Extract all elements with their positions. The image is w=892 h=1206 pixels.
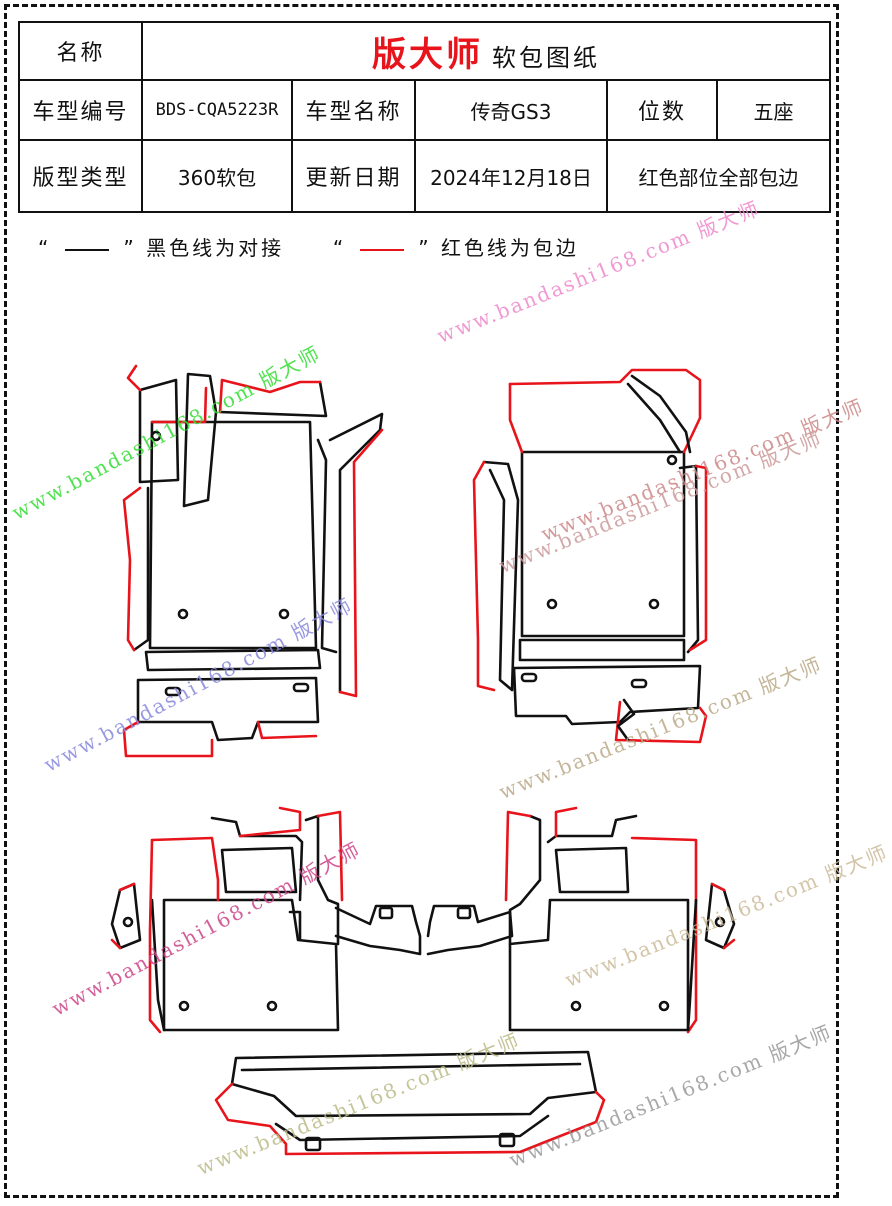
edge-note: 红色部位全部包边 [606,139,831,213]
red-line-text: 红色线为包边 [440,236,579,260]
pattern-drawing [110,364,736,1156]
name-label: 名称 [18,21,143,81]
seats-value: 五座 [716,79,831,141]
seats-label: 位数 [606,79,718,141]
open-quote-2: “ [332,236,347,260]
model-name-label: 车型名称 [291,79,416,141]
title-cell: 版大师 软包图纸 [141,21,831,81]
model-name-value: 传奇GS3 [414,79,608,141]
trunk-mat [214,1050,606,1156]
close-quote: ” [123,236,137,260]
front-left-mat [122,364,384,758]
page-border [4,4,839,1198]
pattern-type-label: 版型类型 [18,139,143,213]
black-line-text: 黑色线为对接 [146,236,285,260]
open-quote: “ [38,236,52,260]
red-line-swatch [360,248,405,251]
rear-right-mat [426,806,736,1034]
drawing-subtitle: 软包图纸 [492,43,600,72]
front-right-mat [472,368,708,744]
close-quote-2: ” [418,236,432,260]
black-line-swatch [65,248,110,251]
rear-left-mat [110,806,422,1034]
update-date-label: 更新日期 [291,139,416,213]
update-date-value: 2024年12月18日 [414,139,608,213]
pattern-type-value: 360软包 [141,139,293,213]
spec-table: 名称 版大师 软包图纸 车型编号 BDS-CQA5223R 车型名称 传奇GS3… [18,21,831,213]
brand-title: 版大师 [372,34,483,75]
line-legend: “ ” 黑色线为对接 “ ” 红色线为包边 [38,232,579,261]
model-code-label: 车型编号 [18,79,143,141]
model-code-value: BDS-CQA5223R [141,79,293,141]
